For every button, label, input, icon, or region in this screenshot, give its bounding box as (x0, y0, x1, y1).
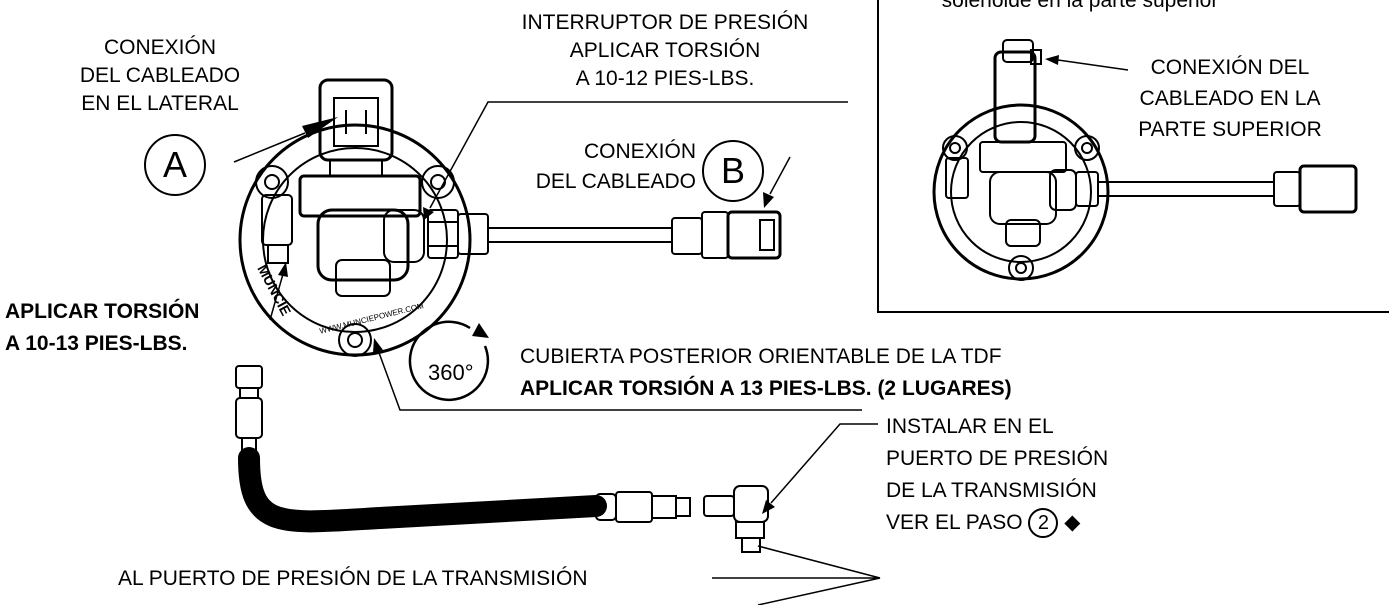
wire-connection-label: CONEXIÓN DEL CABLEADO (535, 140, 696, 193)
callout-b: B (702, 140, 764, 202)
leader-lines (233, 55, 1129, 605)
pressure-switch-harness (457, 210, 782, 260)
pressure-switch-label: INTERRUPTOR DE PRESIÓN APLICAR TORSIÓN A… (521, 11, 809, 90)
install-label: INSTALAR EN EL PUERTO DE PRESIÓN DE LA T… (886, 411, 1108, 539)
rotate-label: 360° (428, 360, 474, 385)
pressure-hose (235, 365, 769, 553)
to-port-label: AL PUERTO DE PRESIÓN DE LA TRANSMISIÓN (118, 567, 588, 590)
rotate-indicator (408, 320, 490, 402)
inset-frame (877, 0, 1389, 313)
inset-pto-rear-cover (932, 39, 1358, 281)
wire-top-label: CONEXIÓN DEL CABLEADO EN LA PARTE SUPERI… (1138, 56, 1322, 141)
torque-cover-label: APLICAR TORSIÓN A 13 PIES-LBS. (2 LUGARE… (520, 377, 1012, 400)
inset-title-partial: solenoide en la parte superior (941, 0, 1219, 12)
rotatable-cover-label: CUBIERTA POSTERIOR ORIENTABLE DE LA TDF (520, 345, 1002, 368)
callout-a: A (144, 134, 206, 196)
wire-side-label: CONEXIÓN DEL CABLEADO EN EL LATERAL (79, 36, 241, 115)
step-number-circle: 2 (1028, 508, 1059, 539)
torque-left-label: APLICAR TORSIÓN A 10-13 PIES-LBS. (5, 300, 200, 355)
see-step-line: VER EL PASO 2 ◆ (886, 507, 1108, 539)
